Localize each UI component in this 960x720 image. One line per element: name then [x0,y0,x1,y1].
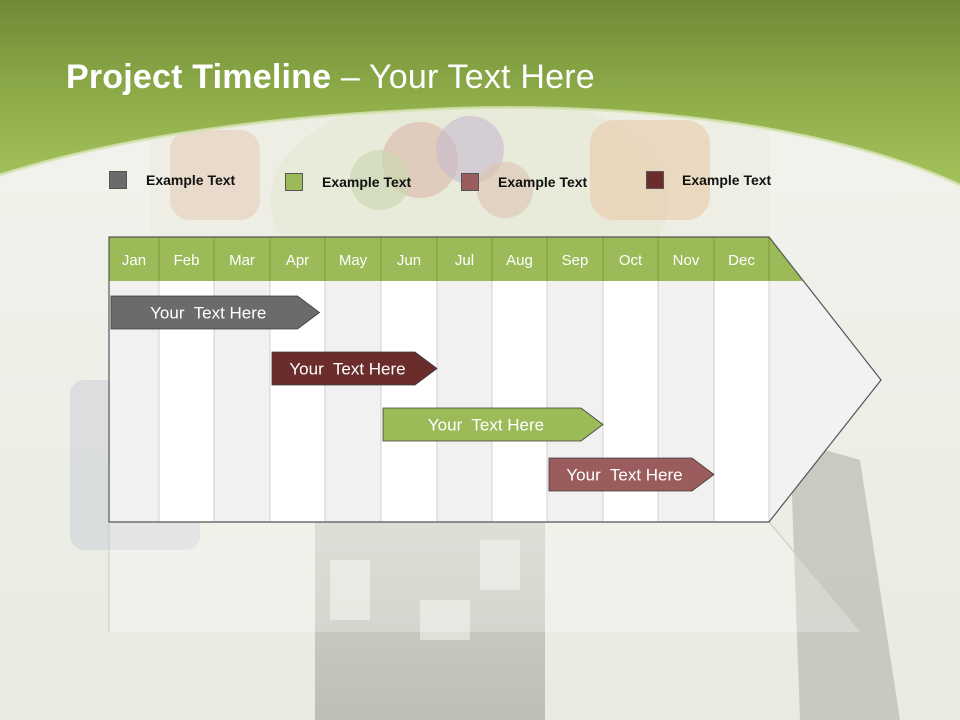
month-column [714,281,769,522]
task-bar [271,351,438,386]
timeline-arrow-outline [108,236,882,523]
month-label: Sep [562,252,589,269]
task-bar [382,407,604,442]
month-label: Dec [728,252,755,269]
month-column [492,281,547,522]
month-label: Feb [174,252,200,269]
task-bar [548,457,715,492]
task-label: Your Text Here [289,360,405,379]
reflection-edge [768,521,862,633]
month-header-band [109,237,769,281]
timeline-reflection [109,522,861,632]
legend-label: Example Text [682,172,772,188]
month-label: Jun [397,252,421,269]
title-bold: Project Timeline [66,58,332,96]
month-label: Jul [455,252,474,269]
month-label: Nov [673,252,700,269]
task-label: Your Text Here [150,304,266,323]
month-label: Mar [229,252,255,269]
month-column [381,281,437,522]
legend-label: Example Text [322,174,412,190]
legend-swatch [646,171,664,189]
month-label: Oct [619,252,643,269]
task-bar [110,295,321,330]
title-band [0,0,960,187]
month-label: May [339,252,368,269]
legend-swatch [109,171,127,189]
legend-label: Example Text [498,174,588,190]
month-label: Aug [506,252,533,269]
month-label: Apr [286,252,309,269]
task-label: Your Text Here [566,466,682,485]
task-label: Your Text Here [428,416,544,435]
page-title: Project Timeline – Your Text Here [66,58,595,97]
month-column [437,281,492,522]
title-rest: – Your Text Here [331,58,595,96]
month-column [325,281,381,522]
month-label: Jan [122,252,146,269]
legend-swatch [461,173,479,191]
legend-label: Example Text [146,172,236,188]
legend-swatch [285,173,303,191]
